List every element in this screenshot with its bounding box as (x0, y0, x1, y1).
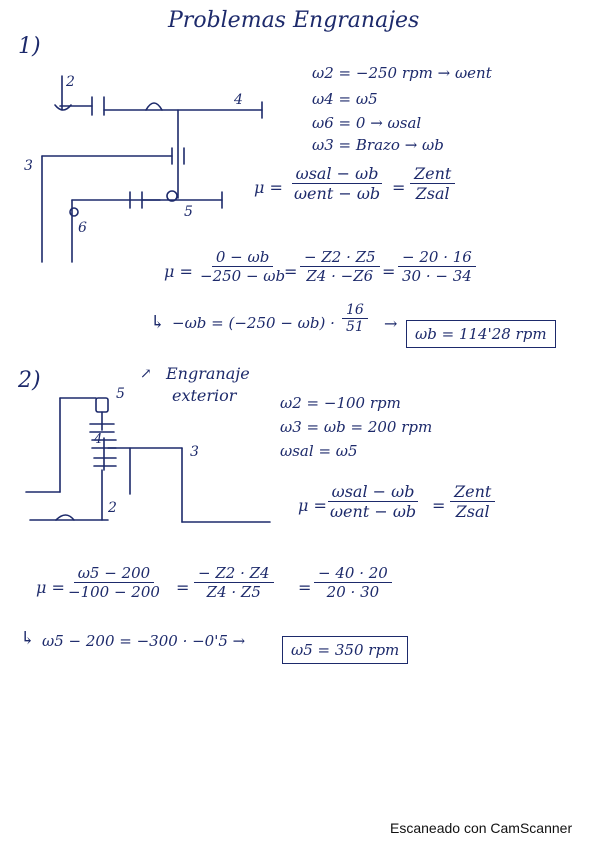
given-2-1: ω2 = −100 rpm (280, 394, 401, 412)
sub-2-eq1: = (176, 578, 190, 597)
solve-2-arrow: ↳ (20, 628, 36, 649)
sub-1-frac-a: 0 − ωb −250 − ωb (196, 248, 289, 285)
gear-5-label: 5 (184, 204, 193, 220)
note-arrow-icon: ↗ (140, 366, 152, 382)
den: 51 (346, 319, 364, 335)
num: Zent (450, 482, 496, 502)
num: 16 (342, 302, 368, 319)
solve-1-frac: 16 51 (342, 302, 368, 335)
solve-2-text: ω5 − 200 = −300 · −0'5 → (42, 632, 246, 650)
formula-1-eq: = (392, 178, 406, 197)
note-line-1: Engranaje (166, 364, 250, 383)
problem-2-label: 2) (18, 368, 41, 393)
sub-2-frac-a: ω5 − 200 −100 − 200 (64, 564, 164, 601)
den: Zsal (415, 184, 450, 203)
formula-2-frac-b: Zent Zsal (450, 482, 496, 521)
den: ωent − ωb (330, 502, 417, 521)
given-2-2: ω3 = ωb = 200 rpm (280, 418, 433, 436)
note-line-2: exterior (172, 386, 237, 405)
result-2: ω5 = 350 rpm (291, 641, 400, 659)
num: − 40 · 20 (314, 564, 392, 583)
sub-1-frac-b: − Z2 · Z5 Z4 · −Z6 (300, 248, 380, 285)
formula-1-frac-a: ωsal − ωb ωent − ωb (290, 164, 384, 203)
solve-1-text: −ωb = (−250 − ωb) · (172, 314, 335, 332)
den: ωent − ωb (294, 184, 381, 203)
sub-1-eq2: = (382, 262, 396, 281)
given-1-1: ω2 = −250 rpm → ωent (312, 64, 492, 82)
given-1-4: ω3 = Brazo → ωb (312, 136, 444, 154)
num: ω5 − 200 (73, 564, 155, 583)
den: −100 − 200 (68, 583, 160, 601)
gear-2-label: 2 (66, 74, 75, 90)
num: ωsal − ωb (327, 482, 419, 502)
sub-2-eq2: = (298, 578, 312, 597)
den: Z4 · Z5 (206, 583, 261, 601)
result-1-box: ωb = 114'28 rpm (406, 320, 556, 348)
scanner-watermark: Escaneado con CamScanner (390, 820, 573, 836)
num: Zent (410, 164, 456, 184)
page-title: Problemas Engranajes (168, 8, 420, 33)
p2-gear-5-label: 5 (116, 386, 125, 402)
num: ωsal − ωb (291, 164, 383, 184)
formula-2-frac-a: ωsal − ωb ωent − ωb (326, 482, 420, 521)
num: − Z2 · Z4 (194, 564, 274, 583)
num: − 20 · 16 (398, 248, 476, 267)
formula-1-frac-b: Zent Zsal (410, 164, 456, 203)
given-2-3: ωsal = ω5 (280, 442, 358, 460)
formula-1-lhs: μ = (254, 178, 283, 197)
den: 20 · 30 (326, 583, 380, 601)
den: Zsal (455, 502, 490, 521)
sub-2-frac-b: − Z2 · Z4 Z4 · Z5 (194, 564, 274, 601)
gear-3-label: 3 (24, 158, 33, 174)
solve-1-arrow: ↳ (150, 312, 166, 333)
p2-gear-2-label: 2 (108, 500, 117, 516)
den: −250 − ωb (200, 267, 286, 285)
gear-6-label: 6 (78, 220, 87, 236)
num: − Z2 · Z5 (300, 248, 380, 267)
formula-2-eq: = (432, 496, 446, 515)
sub-1-eq1: = (284, 262, 298, 281)
problem-1-label: 1) (18, 34, 41, 59)
sub-2-lhs: μ = (36, 578, 65, 597)
den: 30 · − 34 (402, 267, 472, 285)
given-1-2: ω4 = ω5 (312, 90, 378, 108)
sub-2-frac-c: − 40 · 20 20 · 30 (314, 564, 392, 601)
formula-2-lhs: μ = (298, 496, 327, 515)
den: Z4 · −Z6 (306, 267, 374, 285)
num: 0 − ωb (211, 248, 274, 267)
result-2-box: ω5 = 350 rpm (282, 636, 409, 664)
solve-1-then: → (384, 314, 398, 333)
gear-4-label: 4 (234, 92, 243, 108)
sub-1-frac-c: − 20 · 16 30 · − 34 (398, 248, 476, 285)
result-1: ωb = 114'28 rpm (415, 325, 547, 343)
sub-1-lhs: μ = (164, 262, 193, 281)
p2-gear-4-label: 4 (94, 432, 103, 447)
given-1-3: ω6 = 0 → ωsal (312, 114, 422, 132)
p2-gear-3-label: 3 (190, 444, 199, 460)
